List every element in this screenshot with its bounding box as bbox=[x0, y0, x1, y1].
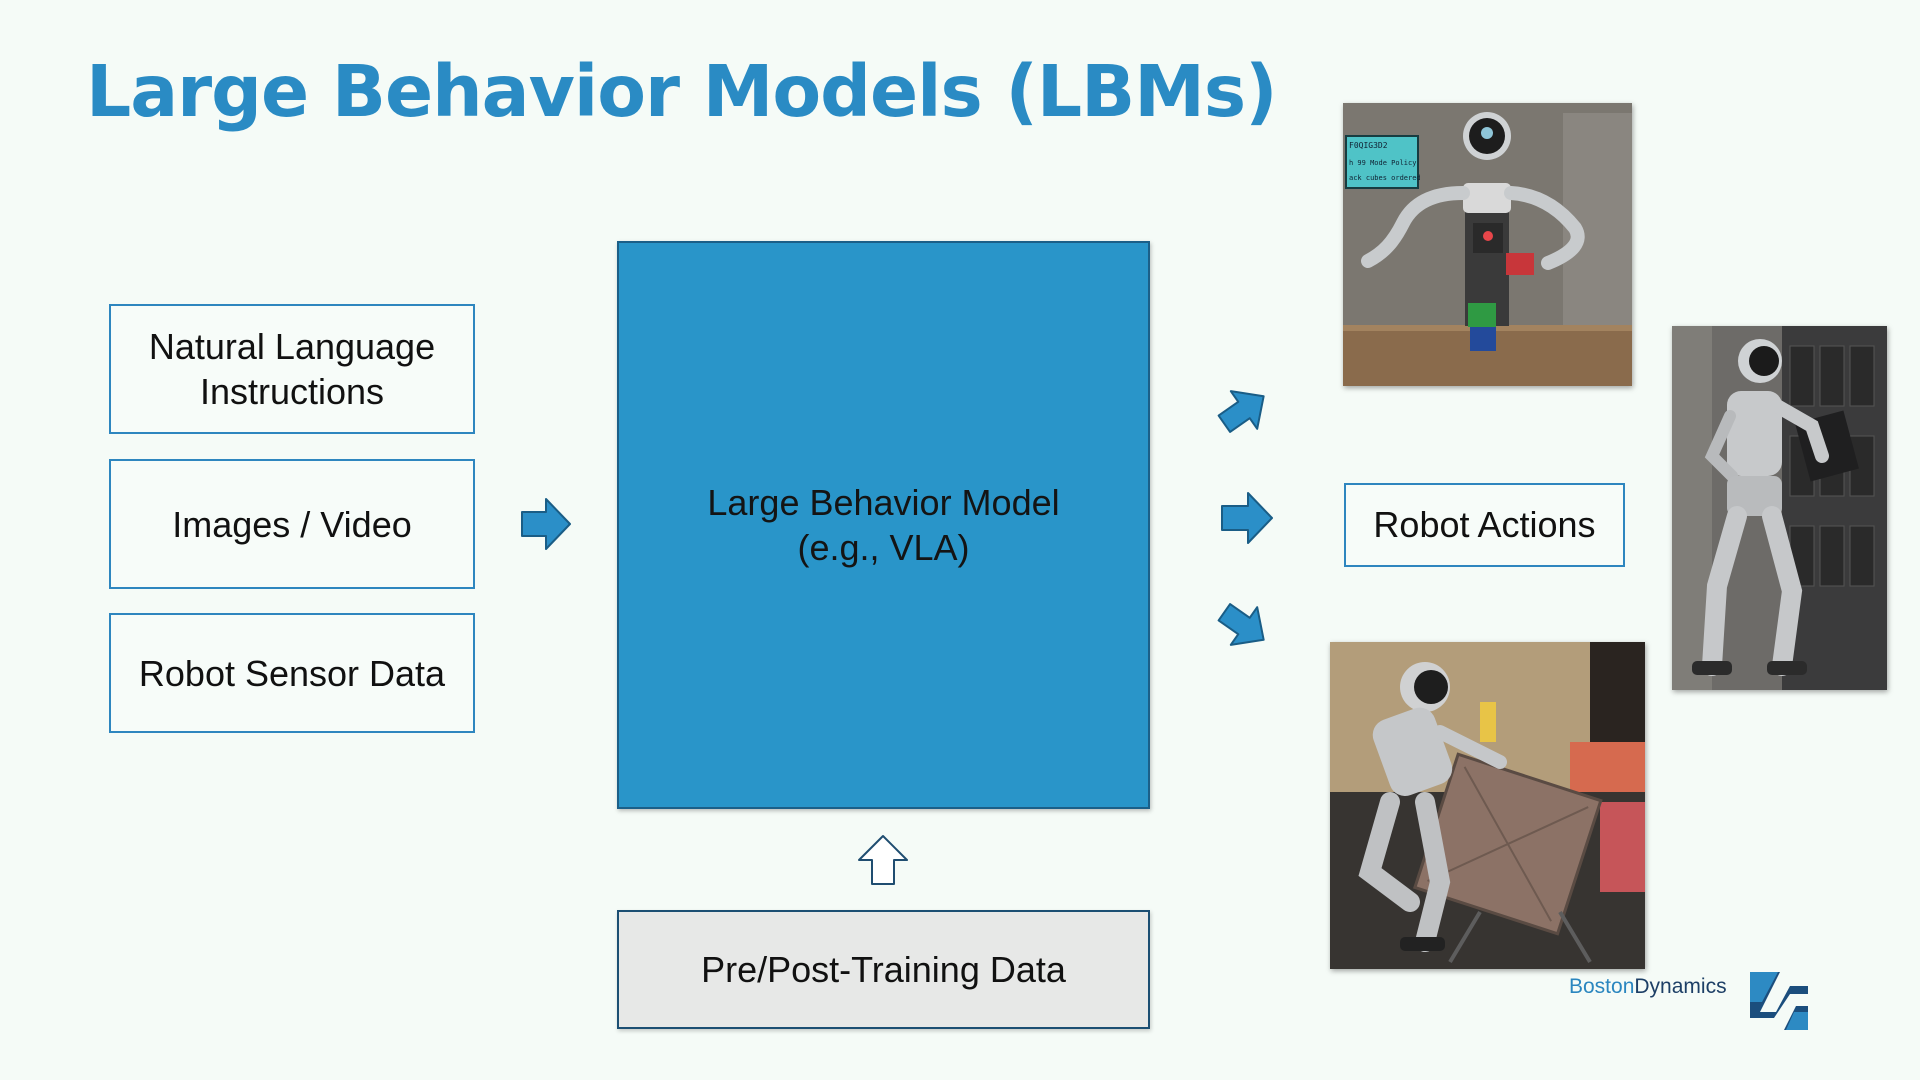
model-label-line1: Large Behavior Model bbox=[707, 482, 1060, 523]
brand-wordmark: BostonDynamics bbox=[1569, 975, 1727, 999]
boston-dynamics-logo-icon bbox=[1750, 972, 1808, 1030]
robot-folding-table-photo bbox=[1330, 642, 1645, 969]
arrow-up-icon bbox=[858, 835, 908, 885]
input-robot-sensor-data: Robot Sensor Data bbox=[109, 613, 475, 733]
slide-title: Large Behavior Models (LBMs) bbox=[86, 50, 1278, 133]
robot-parts-rack-photo bbox=[1672, 326, 1887, 690]
input-natural-language-line1: Natural Language bbox=[148, 326, 436, 367]
arrow-right-icon bbox=[521, 498, 571, 550]
brand-wordmark-part1: Boston bbox=[1569, 975, 1635, 998]
robot-cube-stacking-photo: F0QIG3D2 h 99 Mode Policy ack cubes orde… bbox=[1343, 103, 1632, 386]
input-natural-language: Natural Language Instructions bbox=[109, 304, 475, 434]
robot-actions-label: Robot Actions bbox=[1373, 504, 1596, 545]
input-natural-language-line2: Instructions bbox=[199, 371, 385, 412]
brand-wordmark-part2: Dynamics bbox=[1634, 975, 1727, 998]
large-behavior-model-box: Large Behavior Model (e.g., VLA) bbox=[617, 241, 1150, 809]
overlay-line1: F0QIG3D2 bbox=[1349, 141, 1388, 150]
training-data-label: Pre/Post-Training Data bbox=[701, 948, 1066, 990]
input-robot-sensor-data-label: Robot Sensor Data bbox=[138, 652, 446, 694]
overlay-line3: ack cubes ordered bbox=[1349, 174, 1421, 182]
overlay-line2: h 99 Mode Policy bbox=[1349, 159, 1416, 167]
robot-actions-box: Robot Actions bbox=[1344, 483, 1625, 567]
model-label-line2: (e.g., VLA) bbox=[797, 527, 970, 568]
arrow-up-right-icon bbox=[1217, 390, 1265, 433]
input-images-video: Images / Video bbox=[109, 459, 475, 589]
training-data-box: Pre/Post-Training Data bbox=[617, 910, 1150, 1029]
arrow-right-icon bbox=[1221, 492, 1273, 544]
input-images-video-label: Images / Video bbox=[172, 503, 412, 545]
arrow-down-right-icon bbox=[1217, 603, 1265, 646]
